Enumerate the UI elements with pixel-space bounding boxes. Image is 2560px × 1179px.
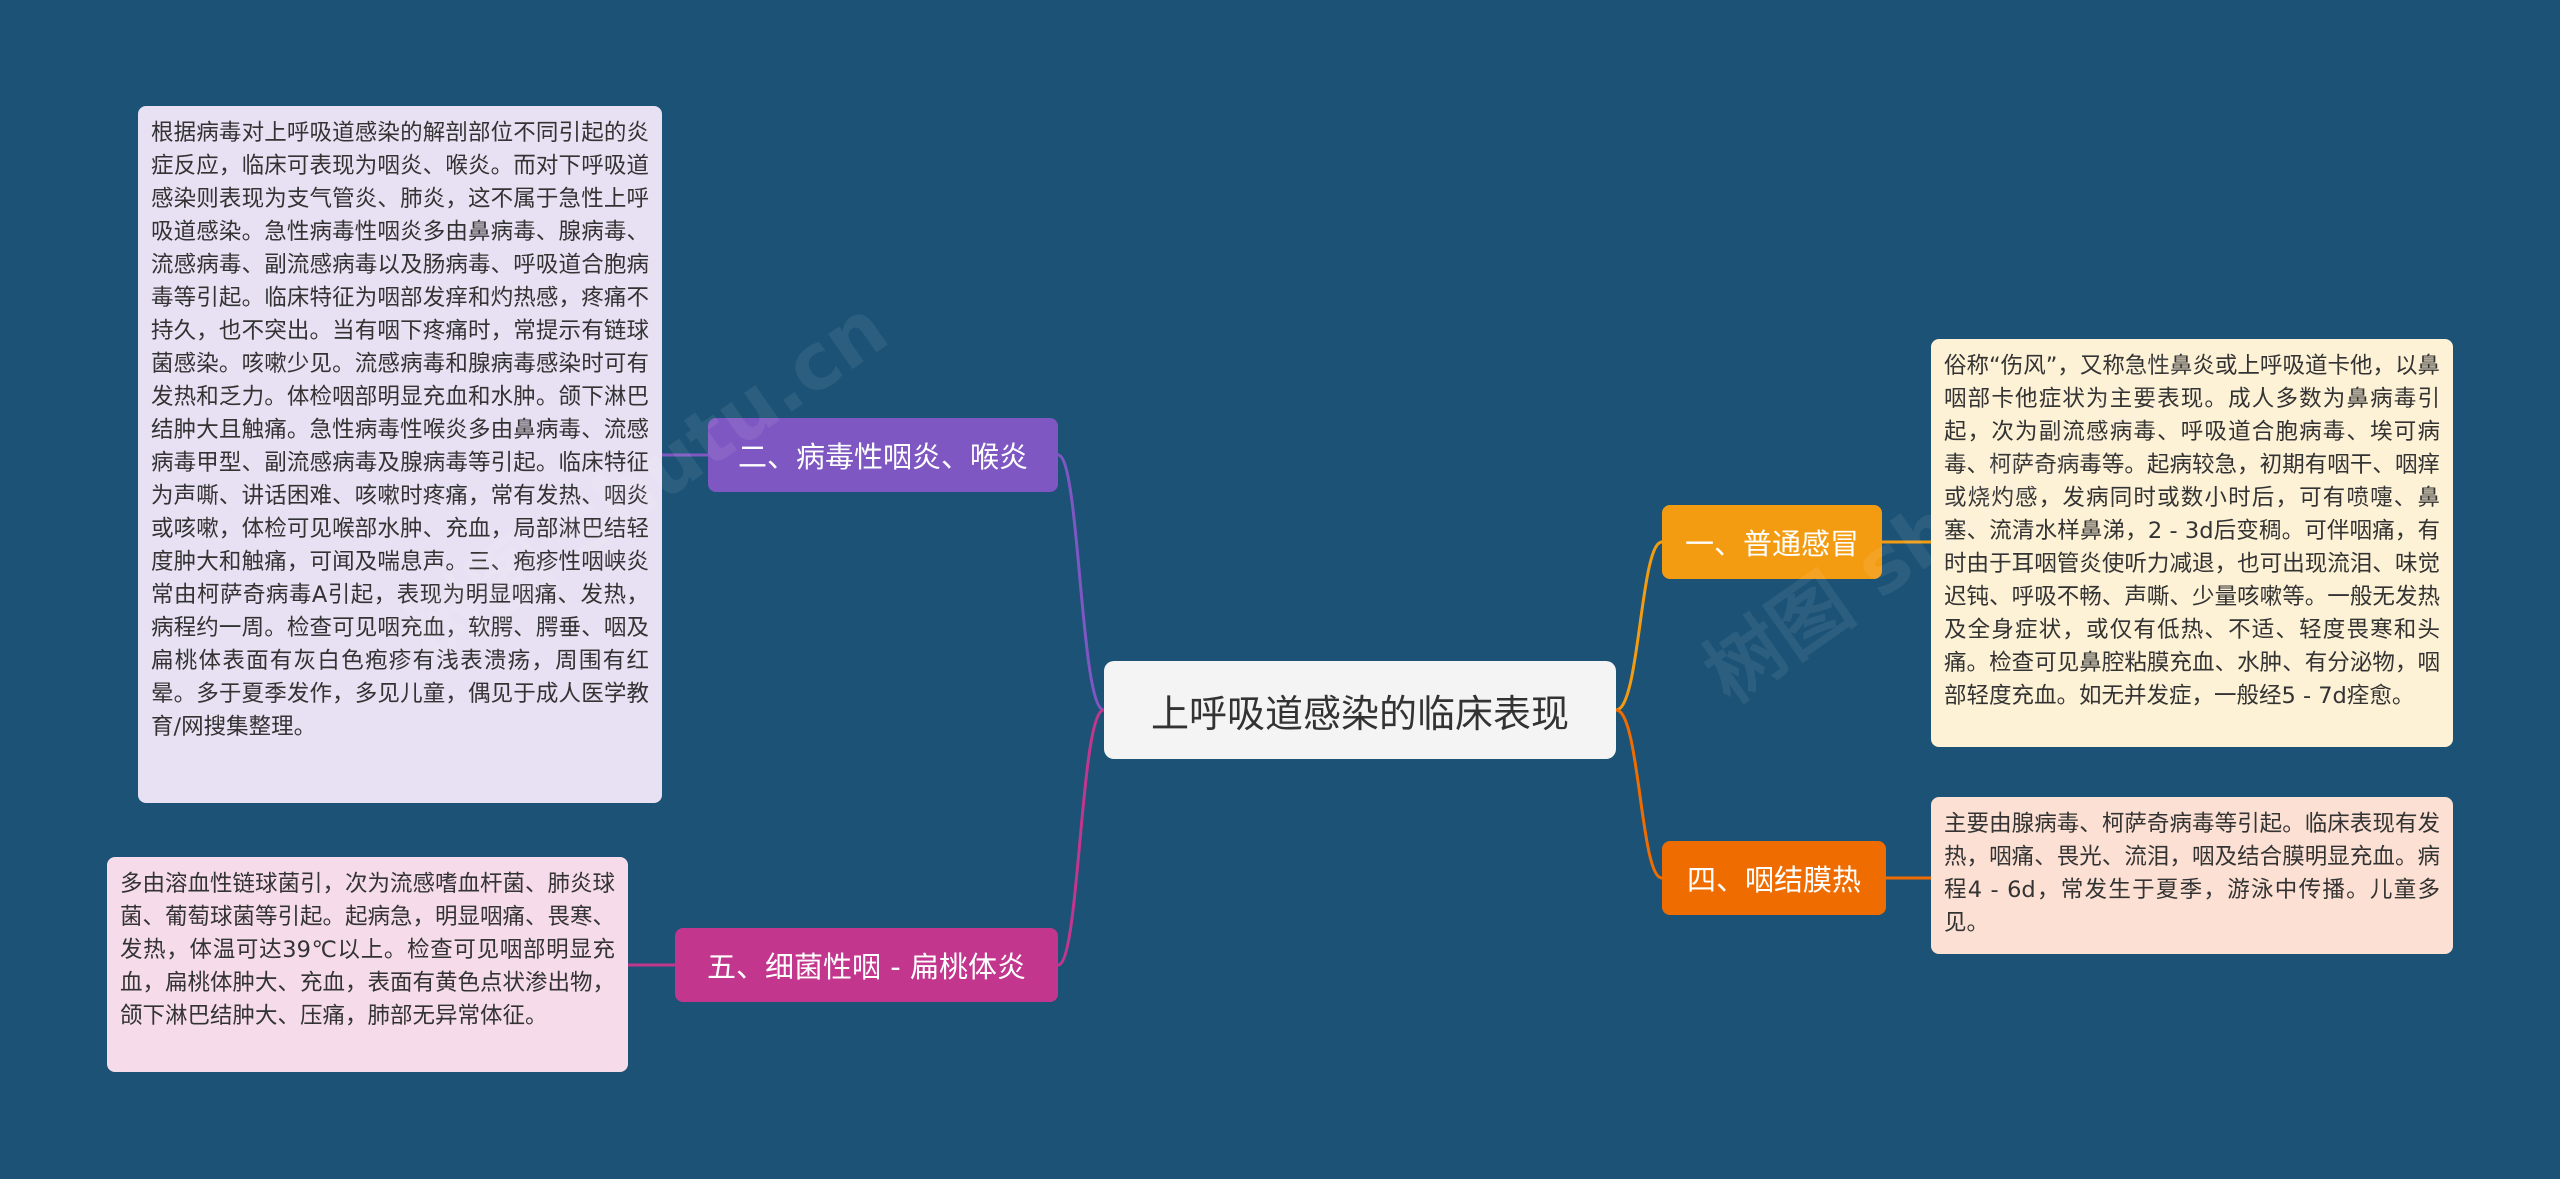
detail-viral-pharyngitis-laryngitis[interactable]: 根据病毒对上呼吸道感染的解剖部位不同引起的炎症反应，临床可表现为咽炎、喉炎。而对…: [138, 106, 662, 803]
link-center-t2: [1057, 453, 1105, 712]
topic-common-cold[interactable]: 一、普通感冒: [1662, 505, 1882, 579]
detail-pharyngoconjunctival-fever[interactable]: 主要由腺病毒、柯萨奇病毒等引起。临床表现有发热，咽痛、畏光、流泪，咽及结合膜明显…: [1931, 797, 2453, 954]
detail-common-cold[interactable]: 俗称“伤风”，又称急性鼻炎或上呼吸道卡他，以鼻咽部卡他症状为主要表现。成人多数为…: [1931, 339, 2453, 747]
center-topic[interactable]: 上呼吸道感染的临床表现: [1104, 661, 1616, 759]
topic-bacterial-pharyngotonsillitis[interactable]: 五、细菌性咽 - 扁桃体炎: [675, 928, 1058, 1002]
topic-label: 一、普通感冒: [1684, 527, 1859, 561]
link-center-t4: [1615, 708, 1663, 880]
topic-pharyngoconjunctival-fever[interactable]: 四、咽结膜热: [1662, 841, 1886, 915]
topic-label: 五、细菌性咽 - 扁桃体炎: [707, 950, 1026, 984]
link-center-t1: [1615, 540, 1663, 712]
detail-bacterial-pharyngotonsillitis[interactable]: 多由溶血性链球菌引，次为流感嗜血杆菌、肺炎球菌、葡萄球菌等引起。起病急，明显咽痛…: [107, 857, 628, 1072]
topic-label: 四、咽结膜热: [1686, 863, 1861, 897]
link-center-t5: [1057, 708, 1105, 967]
center-topic-label: 上呼吸道感染的临床表现: [1150, 691, 1569, 736]
topic-label: 二、病毒性咽炎、喉炎: [737, 440, 1028, 474]
topic-viral-pharyngitis-laryngitis[interactable]: 二、病毒性咽炎、喉炎: [708, 418, 1058, 492]
